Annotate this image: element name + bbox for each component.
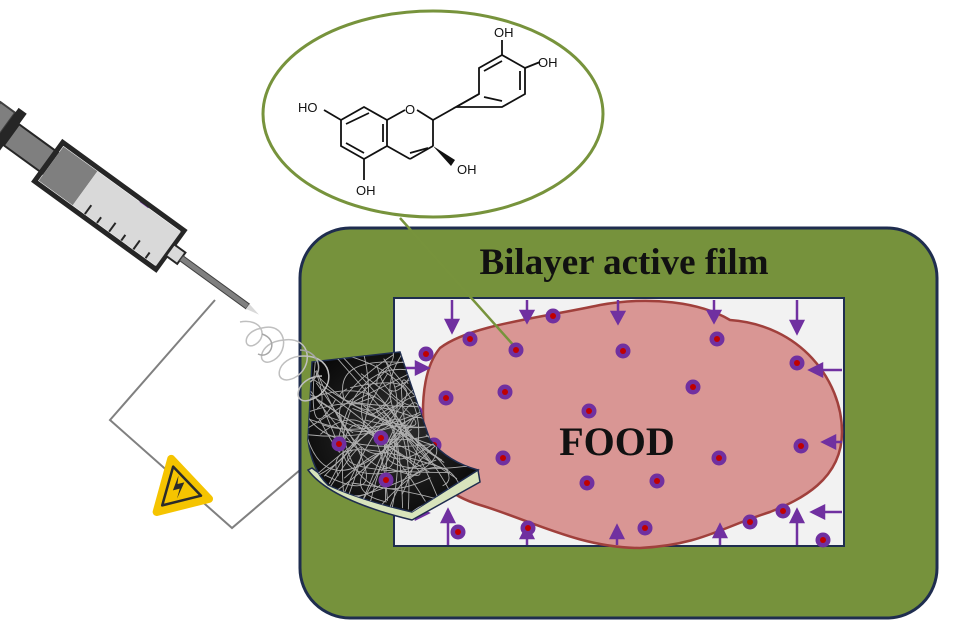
molecule-particle-icon bbox=[649, 473, 665, 489]
arrow-up-1 bbox=[439, 507, 457, 545]
molecule-bubble: OH OH HO O OH OH bbox=[261, 9, 605, 219]
molecule-particle-icon bbox=[579, 475, 595, 491]
arrow-down-4 bbox=[705, 300, 723, 325]
migration-arrows bbox=[396, 300, 842, 545]
molecule-particle-icon bbox=[711, 450, 727, 466]
label-oh-top: OH bbox=[494, 25, 514, 40]
nanofiber-strand bbox=[383, 437, 470, 470]
nanofiber-strand bbox=[340, 415, 431, 490]
film-title: Bilayer active film bbox=[479, 242, 768, 283]
molecule-particle-icon bbox=[373, 430, 389, 446]
molecule-particle-icon bbox=[331, 436, 347, 452]
nanofiber-strand bbox=[314, 447, 363, 512]
molecule-particle-icon bbox=[497, 384, 513, 400]
nanofiber-strand bbox=[315, 382, 367, 487]
nanofiber-strand bbox=[347, 450, 451, 473]
molecule-particle-icon bbox=[581, 403, 597, 419]
nanofiber-strand bbox=[356, 402, 421, 512]
molecule-particle-icon bbox=[450, 524, 466, 540]
molecule-particle-icon bbox=[789, 355, 805, 371]
molecule-particle-icon bbox=[615, 343, 631, 359]
nanofiber-strand bbox=[318, 403, 341, 453]
molecule-particle-icon bbox=[520, 520, 536, 536]
nanofiber-strand bbox=[341, 424, 426, 502]
molecule-particle-icon bbox=[438, 390, 454, 406]
molecule-particle-icon bbox=[637, 520, 653, 536]
nanofiber-strand bbox=[312, 357, 336, 420]
nanofiber-strand bbox=[308, 418, 402, 487]
food-label: FOOD bbox=[559, 419, 675, 464]
molecule-particle-icon bbox=[775, 503, 791, 519]
molecule-particle-icon bbox=[685, 379, 701, 395]
nanofiber-strand bbox=[315, 374, 393, 411]
syringe-icon bbox=[0, 100, 259, 315]
bubble-connector bbox=[399, 217, 516, 348]
arrow-up-3 bbox=[608, 523, 626, 545]
nanofiber-mat-icon bbox=[306, 351, 481, 521]
nanofiber-strand bbox=[401, 379, 412, 465]
arrow-left-2 bbox=[820, 433, 842, 451]
label-ring-oxygen: O bbox=[405, 102, 415, 117]
nanofiber-strand bbox=[335, 449, 449, 477]
particles-group bbox=[110, 72, 831, 548]
arrow-down-3 bbox=[609, 300, 627, 326]
molecule-particle-icon bbox=[378, 472, 394, 488]
arrow-up-4 bbox=[711, 522, 729, 545]
molecule-particle-icon bbox=[793, 438, 809, 454]
nanofiber-strand bbox=[316, 370, 417, 455]
label-oh-bottom: OH bbox=[356, 183, 376, 198]
label-oh-c3: OH bbox=[457, 162, 477, 177]
arrow-down-1 bbox=[443, 300, 461, 335]
molecule-particle-icon bbox=[418, 346, 434, 362]
arrow-left-1 bbox=[807, 361, 842, 379]
nanofiber-strand bbox=[385, 432, 444, 512]
arrow-down-2 bbox=[518, 300, 536, 325]
molecule-particle-icon bbox=[742, 514, 758, 530]
molecule-particle-icon bbox=[495, 450, 511, 466]
nanofiber-strand bbox=[310, 390, 396, 469]
nanofiber-strand bbox=[308, 390, 410, 510]
fiber-jet bbox=[239, 320, 330, 402]
nanofiber-strand bbox=[367, 372, 393, 416]
molecule-particle-icon bbox=[709, 331, 725, 347]
arrow-down-5 bbox=[788, 300, 806, 336]
molecule-particle-icon bbox=[462, 331, 478, 347]
arrow-left-3 bbox=[809, 503, 842, 521]
wedge-bond bbox=[433, 146, 455, 166]
catechin-structure bbox=[323, 40, 541, 180]
molecule-particle-icon bbox=[815, 532, 831, 548]
label-oh-left: HO bbox=[298, 100, 318, 115]
high-voltage-warning-icon bbox=[152, 454, 214, 516]
molecule-particle-icon bbox=[545, 308, 561, 324]
molecule-particle-icon bbox=[508, 342, 524, 358]
nanofiber-strand bbox=[308, 352, 394, 434]
label-oh-right: OH bbox=[538, 55, 558, 70]
nanofiber-strand bbox=[309, 403, 398, 512]
arrow-up-5 bbox=[788, 507, 806, 545]
nanofiber-strand bbox=[395, 424, 450, 487]
